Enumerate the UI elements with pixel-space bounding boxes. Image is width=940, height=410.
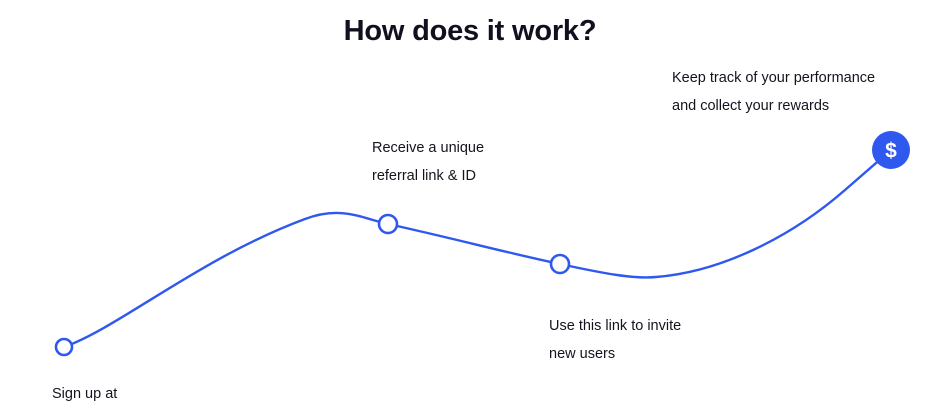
step-label-signup-line1: Sign up at [52, 386, 118, 402]
step-label-invite: Use this link to invite new users [549, 312, 681, 368]
step-label-rewards-line2: and collect your rewards [672, 98, 830, 114]
step-marker-invite[interactable] [549, 253, 571, 275]
page-title: How does it work? [343, 15, 597, 47]
step-label-referral-line1: Receive a unique [372, 140, 485, 156]
step-label-invite-line1: Use this link to invite [549, 318, 682, 334]
step-label-referral-line2: referral link & ID [372, 168, 476, 184]
step-label-signup: Sign up at [52, 380, 117, 408]
step-marker-referral[interactable] [377, 213, 399, 235]
flow-curve-line [62, 148, 893, 349]
dollar-badge[interactable]: $ [872, 131, 910, 169]
dollar-badge-circle [872, 131, 910, 169]
step-label-rewards-line1: Keep track of your performance [672, 70, 876, 86]
dollar-icon: $ [885, 140, 897, 163]
step-marker-signup[interactable] [54, 337, 74, 357]
step-label-invite-line2: new users [549, 346, 616, 362]
step-label-rewards: Keep track of your performance and colle… [672, 64, 875, 120]
step-label-referral: Receive a unique referral link & ID [372, 134, 484, 190]
